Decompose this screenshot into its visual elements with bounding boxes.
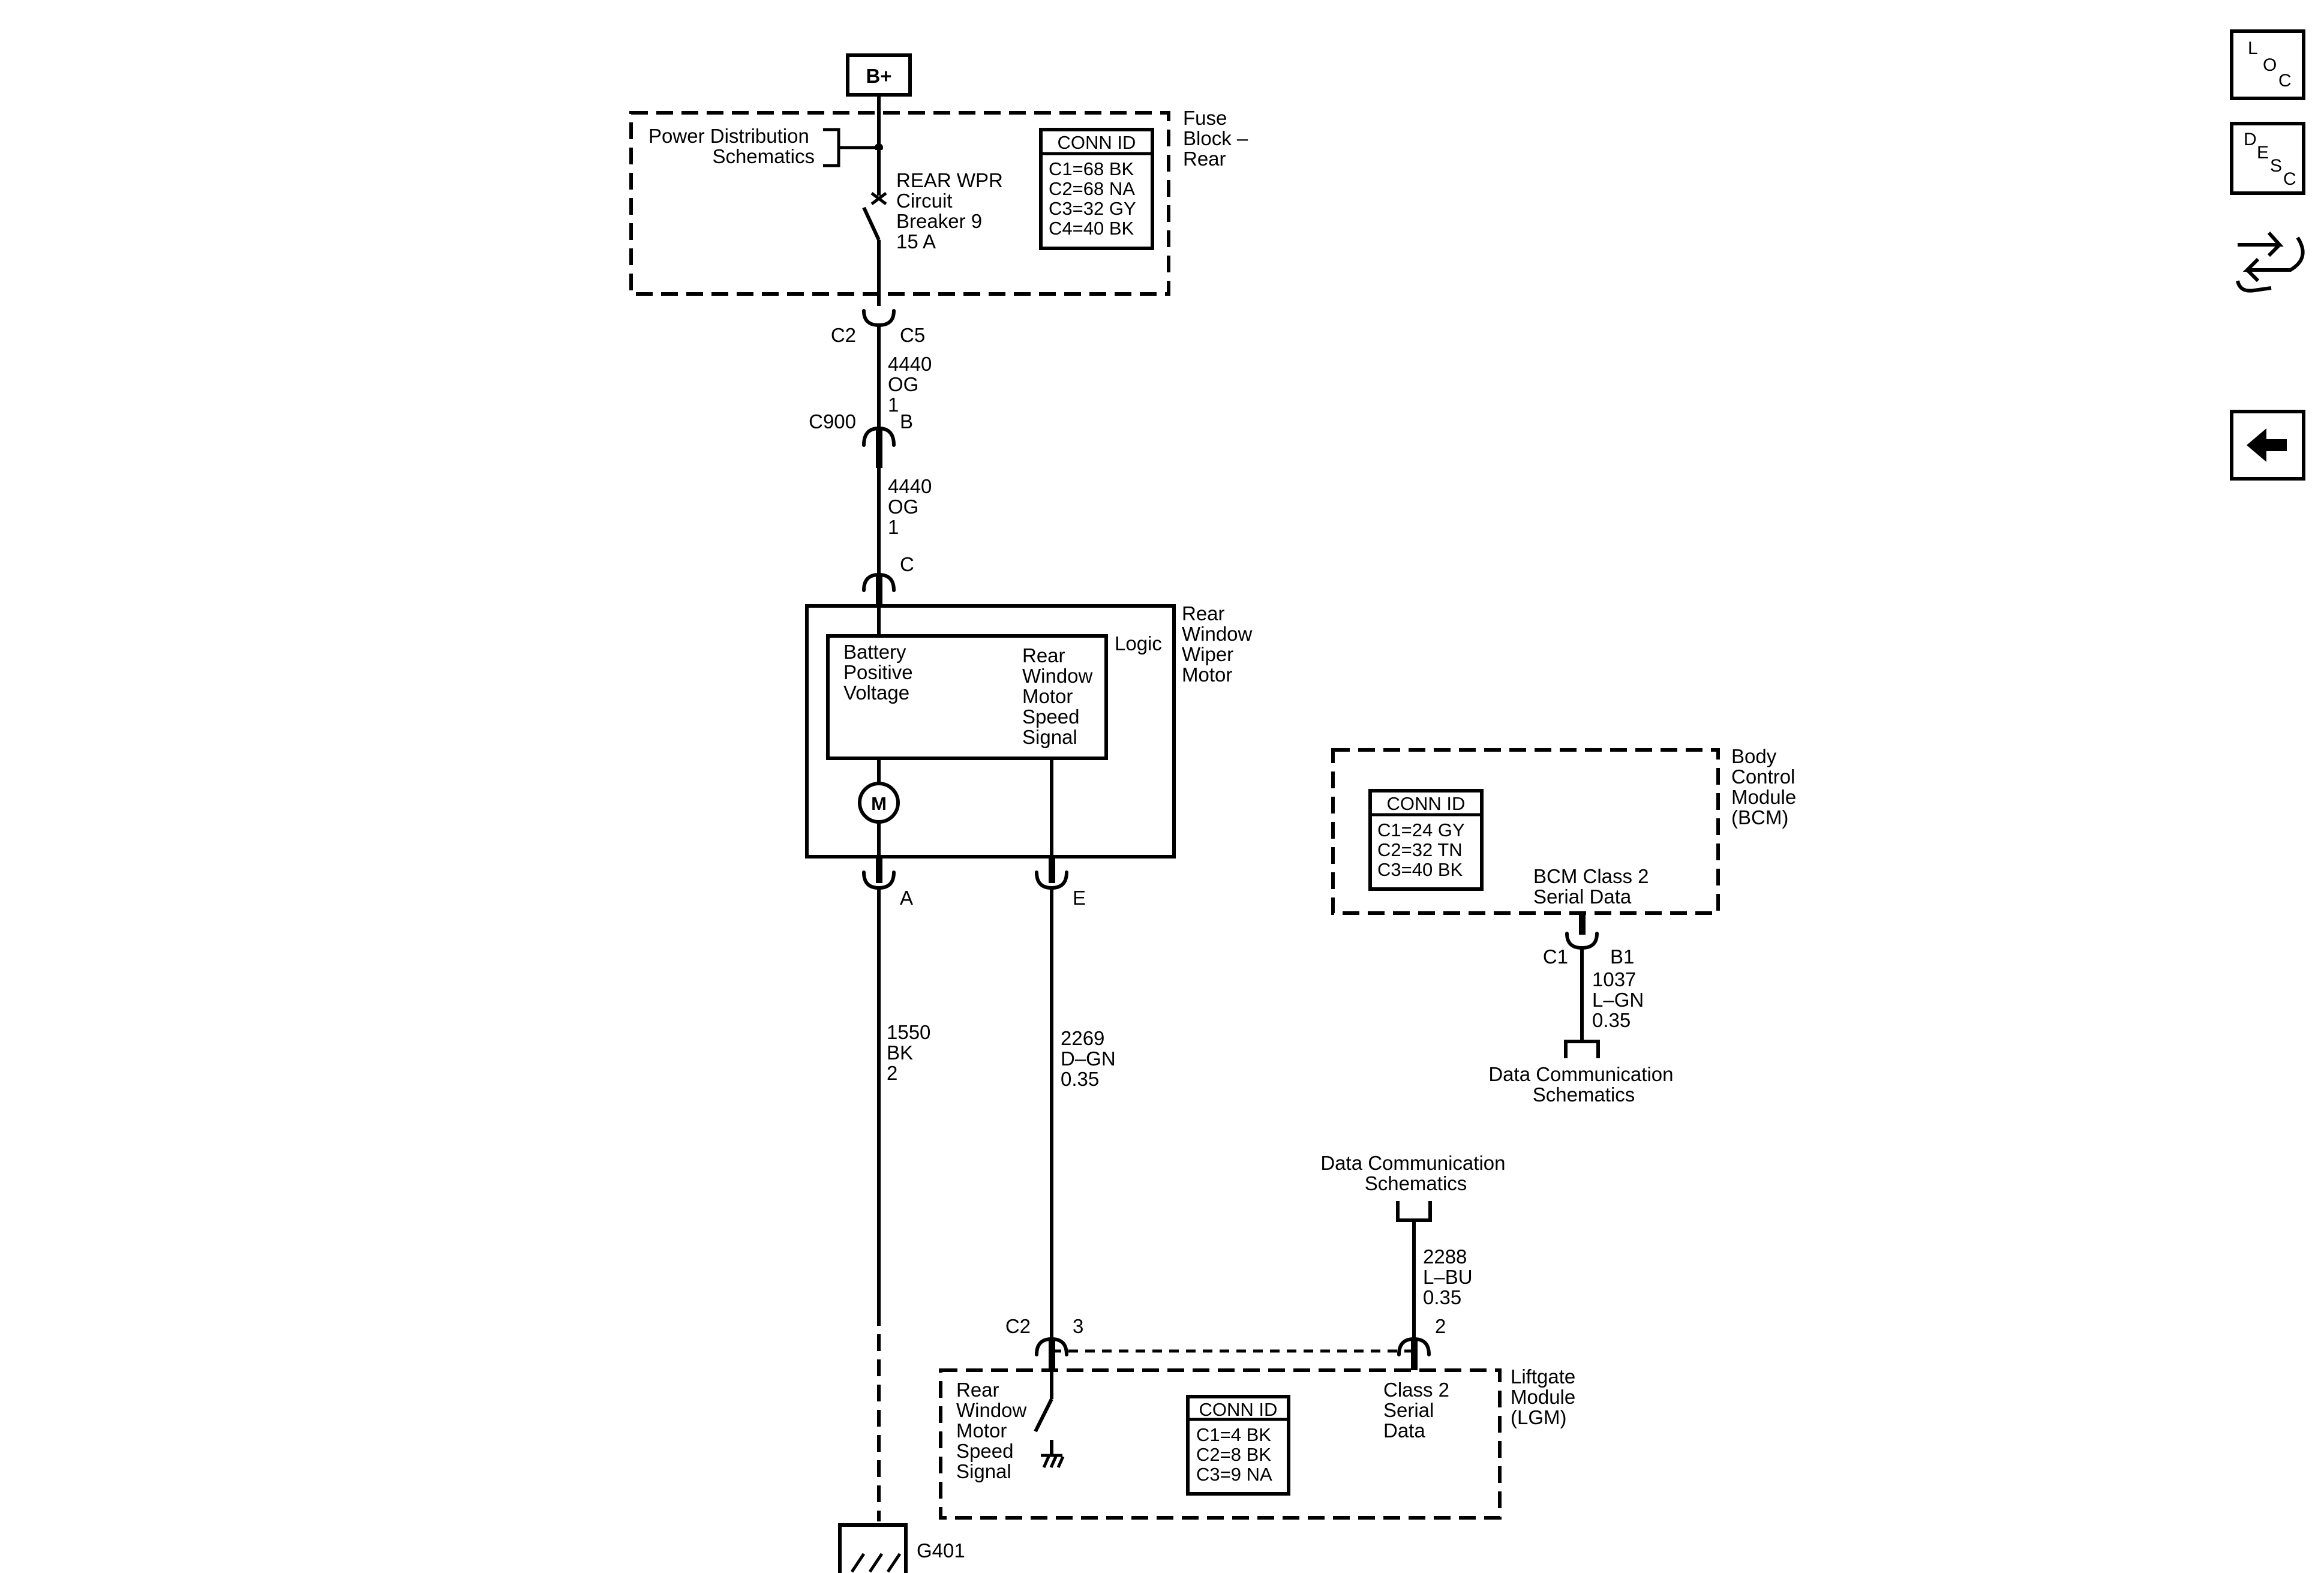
connector-b1-label: B1 — [1610, 945, 1634, 968]
bcm-serial-data-label: BCM Class 2 Serial Data — [1533, 865, 1655, 908]
back-button[interactable] — [2230, 410, 2305, 481]
svg-text:C: C — [2278, 71, 2292, 91]
connector-c1-b1 — [1565, 932, 1599, 950]
svg-text:O: O — [2263, 55, 2277, 75]
loc-button[interactable]: L O C — [2230, 29, 2305, 100]
lgm-outline — [939, 1368, 1502, 1520]
lgm-pin-2-label: 2 — [1435, 1315, 1446, 1337]
fuse-block-outline — [629, 111, 1170, 296]
connector-c5-label: C5 — [900, 324, 925, 346]
breaker-label: REAR WPR Circuit Breaker 9 15 A — [896, 169, 1008, 253]
wire-1037-label: 1037 L–GN 0.35 — [1592, 968, 1649, 1031]
svg-text:C: C — [2283, 169, 2296, 189]
swap-arrows-icon — [2236, 231, 2305, 293]
connector-c900-pin-label: B — [900, 410, 913, 433]
motor-speed-signal-label: Rear Window Motor Speed Signal — [1022, 644, 1098, 748]
power-distribution-ref: Power Distribution Schematics — [648, 125, 815, 167]
svg-text:C1=4 BK C2=8 BK C3: C1=4 BK C2=8 BK C3=9 NA — [1196, 1424, 1277, 1485]
lgm-conn-id: CONN ID C1=4 BK C2=8 BK C3=9 NA — [1186, 1395, 1290, 1496]
ground-g401-label: G401 — [917, 1539, 965, 1562]
connector-c2-label: C2 — [831, 324, 856, 346]
data-comm-ref-bracket-2 — [1396, 1201, 1432, 1222]
lgm-c2-label: C2 — [1005, 1315, 1031, 1337]
desc-button-icon — [2230, 122, 2305, 195]
connector-c900-pin — [876, 428, 882, 468]
svg-text:C1=24 GY C2=32 TN: C1=24 GY C2=32 TN C3=40 BK — [1377, 819, 1470, 880]
battery-positive-voltage-label: Battery Positive Voltage — [843, 641, 918, 704]
bcm-conn-id: CONN ID C1=24 GY C2=32 TN C3=40 BK — [1368, 789, 1484, 891]
back-arrow-icon — [2247, 428, 2287, 462]
lgm-switch-symbol — [1034, 1370, 1065, 1469]
wire-2269-label: 2269 D–GN 0.35 — [1061, 1027, 1121, 1090]
logic-label: Logic — [1115, 632, 1162, 655]
desc-button[interactable]: D E S C — [2230, 122, 2305, 195]
svg-text:C1=68 BK C2=68 NA: C1=68 BK C2=68 NA C3=32 GY C4=40 BK — [1049, 158, 1141, 239]
data-comm-ref-1: Data Communication Schematics — [1488, 1063, 1679, 1106]
pin-c-label: C — [900, 553, 914, 575]
wire-2288-label: 2288 L–BU 0.35 — [1423, 1245, 1478, 1308]
data-comm-ref-bracket-1 — [1564, 1040, 1600, 1058]
power-distribution-bracket — [823, 128, 879, 167]
battery-positive-symbol: B+ — [846, 53, 912, 97]
circuit-breaker-symbol — [862, 150, 894, 270]
svg-text:CONN ID: CONN ID — [1387, 793, 1466, 814]
swap-arrows-button[interactable] — [2236, 231, 2305, 293]
wiper-motor-name: Rear Window Wiper Motor — [1182, 602, 1258, 686]
wire-4440-lower-label: 4440 OG 1 — [888, 475, 938, 538]
connector-c2-c5 — [862, 309, 896, 328]
svg-text:E: E — [2257, 143, 2269, 163]
svg-text:D: D — [2244, 130, 2257, 149]
battery-label: B+ — [866, 65, 891, 87]
motor-symbol-label: M — [871, 793, 887, 814]
fuse-block-name: Fuse Block – Rear — [1183, 107, 1253, 170]
lgm-pin-3-label: 3 — [1073, 1315, 1083, 1337]
logic-box — [826, 634, 1108, 760]
svg-text:S: S — [2270, 156, 2282, 176]
bcm-outline — [1331, 748, 1720, 915]
pin-a-label: A — [900, 887, 913, 909]
loc-button-icon — [2230, 29, 2305, 100]
lgm-speed-signal-label: Rear Window Motor Speed Signal — [956, 1379, 1032, 1482]
svg-text:L: L — [2248, 38, 2258, 58]
lgm-class2-label: Class 2 Serial Data — [1383, 1379, 1455, 1442]
wire-1550-label: 1550 BK 2 — [887, 1021, 936, 1084]
svg-text:CONN ID: CONN ID — [1058, 132, 1136, 153]
splice-dot — [875, 143, 883, 152]
lgm-name: Liftgate Module (LGM) — [1511, 1365, 1581, 1428]
wire-4440-upper-label: 4440 OG 1 — [888, 353, 938, 416]
svg-text:CONN ID: CONN ID — [1199, 1399, 1278, 1420]
fuse-block-conn-id: CONN ID C1=68 BK C2=68 NA C3=32 GY C4=40… — [1039, 128, 1154, 250]
ground-symbol — [838, 1523, 908, 1573]
bcm-name: Body Control Module (BCM) — [1731, 745, 1801, 828]
connector-c1-label: C1 — [1543, 945, 1568, 968]
pin-e-label: E — [1073, 887, 1086, 909]
data-comm-ref-2: Data Communication Schematics — [1320, 1152, 1511, 1194]
connector-c900-label: C900 — [809, 410, 856, 433]
